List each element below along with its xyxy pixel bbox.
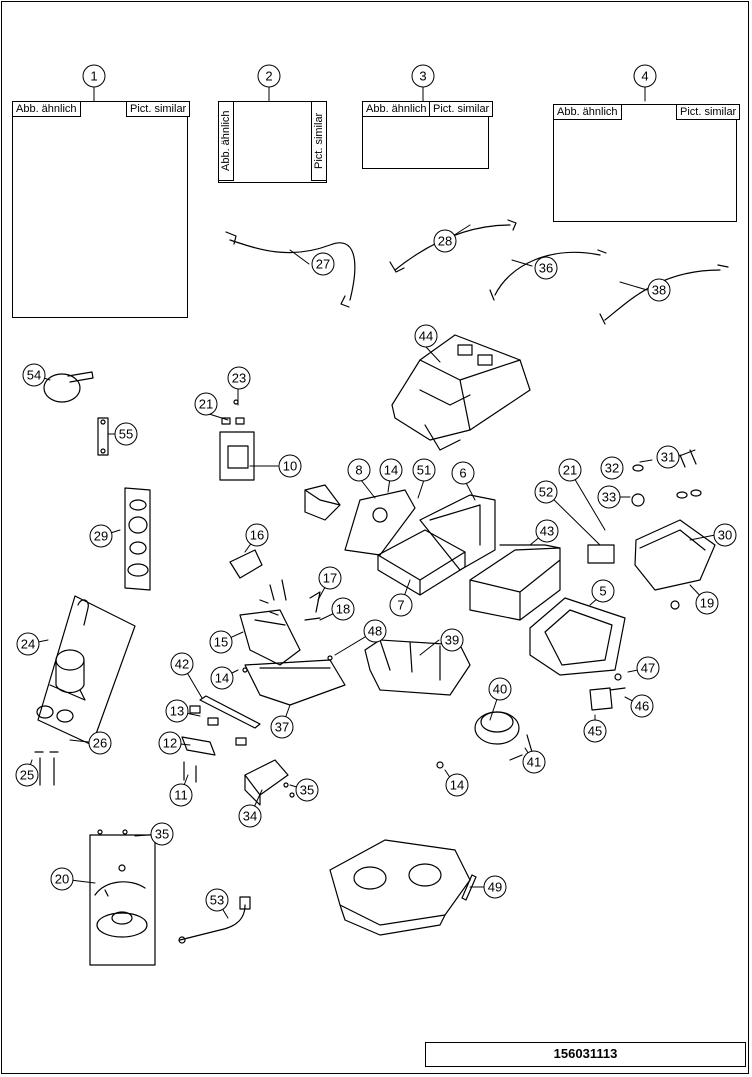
callout-54: 54 (22, 363, 46, 387)
callout-4: 4 (633, 64, 657, 88)
callout-21: 21 (194, 392, 218, 416)
callout-32: 32 (600, 456, 624, 480)
callout-1: 1 (82, 64, 106, 88)
control-unit-34-sketch (244, 759, 295, 806)
callout-45: 45 (583, 719, 607, 743)
callout-51: 51 (412, 458, 436, 482)
callout-33: 33 (597, 485, 621, 509)
callout-10: 10 (278, 454, 302, 478)
callout-18: 18 (331, 597, 355, 621)
grommet-plate-sketch (124, 487, 151, 591)
callout-43: 43 (535, 519, 559, 543)
similar-note-de: Abb. ähnlich (553, 104, 622, 120)
callout-48: 48 (363, 619, 387, 643)
callout-29: 29 (89, 524, 113, 548)
sensor-cable-sketch (178, 896, 251, 944)
callout-8: 8 (347, 458, 371, 482)
callout-42: 42 (170, 652, 194, 676)
ecu-and-cover-sketch (344, 489, 496, 596)
illustration-box-4 (553, 104, 737, 222)
callout-49: 49 (483, 875, 507, 899)
callout-35: 35 (150, 822, 174, 846)
callout-41: 41 (522, 750, 546, 774)
battery-sketch (469, 544, 561, 621)
callout-17: 17 (318, 566, 342, 590)
callout-28: 28 (433, 229, 457, 253)
similar-note-en: Pict. similar (311, 101, 327, 181)
callout-6: 6 (451, 461, 475, 485)
similar-note-en: Pict. similar (429, 101, 494, 117)
ignition-lock-sketch (34, 595, 136, 786)
left-connectors-sketch (181, 549, 321, 783)
callout-44: 44 (414, 324, 438, 348)
horn-sketch (89, 829, 156, 966)
callout-47: 47 (636, 656, 660, 680)
callout-14: 14 (445, 773, 469, 797)
callout-30: 30 (713, 523, 737, 547)
ecu-module-sketch (587, 449, 716, 610)
cables-sketch (225, 219, 729, 325)
callout-7: 7 (389, 593, 413, 617)
illustration-box-1 (12, 101, 188, 318)
regulator-sketch (474, 711, 533, 761)
similar-note-de: Abb. ähnlich (362, 101, 431, 117)
callout-5: 5 (591, 579, 615, 603)
callout-3: 3 (411, 64, 435, 88)
callout-11: 11 (169, 783, 193, 807)
callout-21: 21 (558, 458, 582, 482)
callout-52: 52 (534, 480, 558, 504)
callout-2: 2 (257, 64, 281, 88)
callout-36: 36 (534, 256, 558, 280)
callout-37: 37 (270, 715, 294, 739)
callout-25: 25 (15, 763, 39, 787)
cable-tie-and-strap (43, 371, 109, 456)
battery-holder-sketch (529, 597, 626, 676)
callout-40: 40 (488, 677, 512, 701)
lower-fairing-parts-sketch (242, 655, 444, 769)
callout-24: 24 (16, 632, 40, 656)
callout-13: 13 (165, 699, 189, 723)
callout-34: 34 (238, 804, 262, 828)
callout-19: 19 (695, 591, 719, 615)
similar-note-de: Abb. ähnlich (12, 101, 81, 117)
callout-12: 12 (158, 731, 182, 755)
callout-46: 46 (630, 694, 654, 718)
callout-38: 38 (647, 278, 671, 302)
callout-26: 26 (88, 731, 112, 755)
mounting-bracket-sketch (391, 334, 531, 451)
callout-14: 14 (379, 458, 403, 482)
callout-35: 35 (295, 778, 319, 802)
callout-55: 55 (114, 422, 138, 446)
callout-16: 16 (245, 523, 269, 547)
similar-note-de: Abb. ähnlich (218, 101, 234, 181)
callout-31: 31 (656, 445, 680, 469)
callout-15: 15 (209, 630, 233, 654)
callout-39: 39 (440, 628, 464, 652)
callout-27: 27 (311, 252, 335, 276)
rubber-boot-sketch (364, 639, 471, 696)
similar-note-en: Pict. similar (676, 104, 741, 120)
callout-53: 53 (205, 888, 229, 912)
illustration-box-2 (218, 101, 327, 183)
document-number: 156031113 (425, 1042, 746, 1067)
throttle-body-sketch (329, 839, 477, 936)
sensor-bracket-sketch (589, 673, 626, 711)
similar-note-en: Pict. similar (126, 101, 191, 117)
callout-23: 23 (227, 366, 251, 390)
relay-box-sketch (219, 399, 341, 521)
callout-20: 20 (50, 867, 74, 891)
callout-14: 14 (210, 666, 234, 690)
